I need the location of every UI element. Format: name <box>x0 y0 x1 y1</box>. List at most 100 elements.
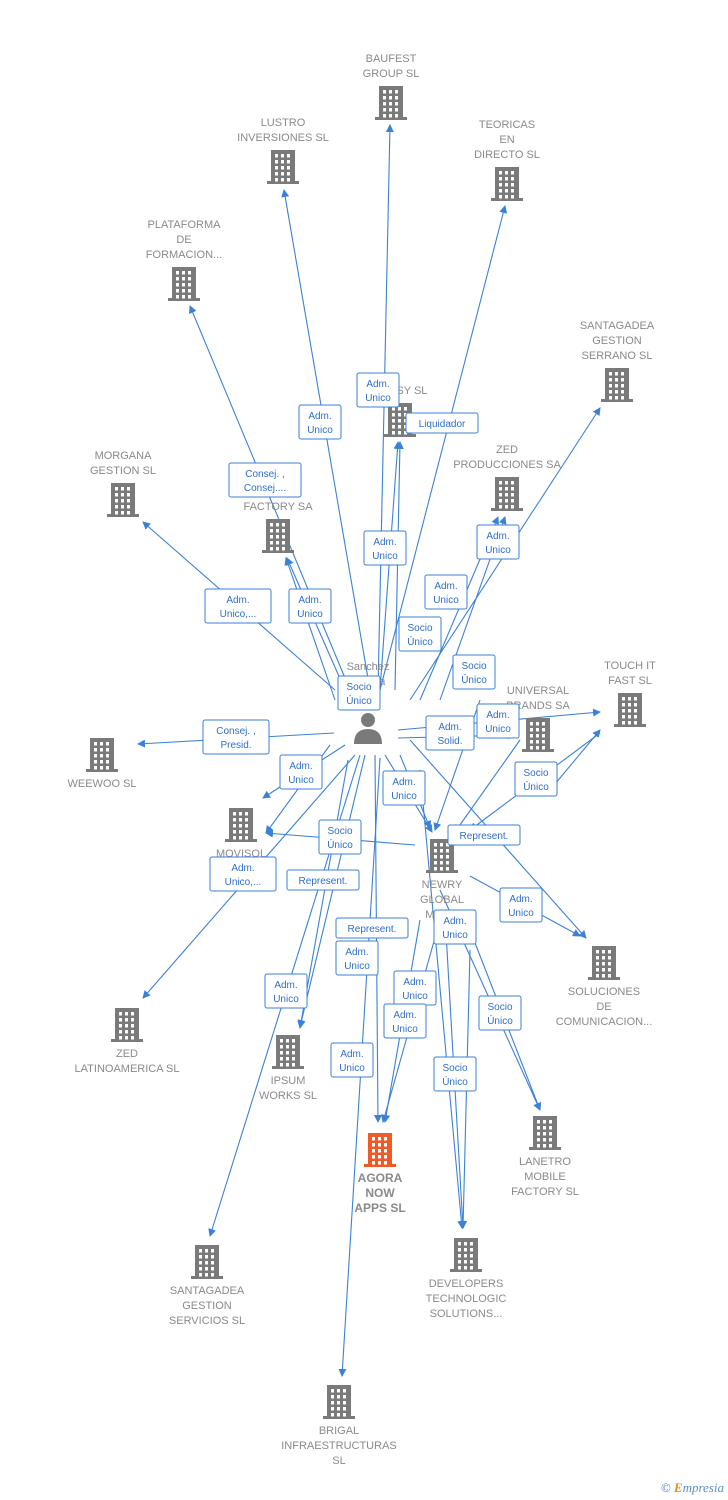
relation-label[interactable]: Adm.Unico <box>279 754 323 790</box>
company-building-icon[interactable] <box>601 368 633 402</box>
company-building-icon[interactable] <box>111 1008 143 1042</box>
company-label-santagadea_serrano[interactable]: SANTAGADEA <box>580 320 655 332</box>
company-label-newry[interactable]: NEWRY <box>422 879 463 891</box>
relation-label[interactable]: Adm.Unico <box>330 1042 374 1078</box>
relation-label[interactable]: Represent. <box>335 917 409 939</box>
company-label-agora[interactable]: APPS SL <box>354 1201 405 1215</box>
company-label-zed_prod[interactable]: ZED <box>496 444 518 456</box>
company-label-brigal[interactable]: INFRAESTRUCTURAS <box>281 1440 397 1452</box>
company-label-santagadea_servicios[interactable]: SERVICIOS SL <box>169 1315 245 1327</box>
company-label-lustro[interactable]: LUSTRO <box>261 117 306 129</box>
company-label-santagadea_servicios[interactable]: SANTAGADEA <box>170 1285 245 1297</box>
company-label-developers[interactable]: DEVELOPERS <box>429 1278 504 1290</box>
company-label-universal[interactable]: UNIVERSAL <box>507 685 569 697</box>
relation-label[interactable]: Adm.Unico <box>382 770 426 806</box>
company-label-santagadea_servicios[interactable]: GESTION <box>182 1300 232 1312</box>
relation-label[interactable]: Adm.Unico <box>264 973 308 1009</box>
company-label-agora[interactable]: AGORA <box>358 1171 403 1185</box>
company-label-plataforma[interactable]: PLATAFORMA <box>148 219 222 231</box>
company-label-lanetro[interactable]: MOBILE <box>524 1171 566 1183</box>
relation-label[interactable]: Adm.Solid. <box>425 715 475 751</box>
company-label-santagadea_serrano[interactable]: SERRANO SL <box>582 350 653 362</box>
company-building-icon[interactable] <box>225 808 257 842</box>
company-building-icon[interactable] <box>491 167 523 201</box>
company-label-soluciones[interactable]: SOLUCIONES <box>568 986 640 998</box>
relation-label[interactable]: Adm.Unico <box>383 1003 427 1039</box>
relation-label[interactable]: Adm.Unico <box>476 524 520 560</box>
company-building-icon[interactable] <box>364 1133 396 1167</box>
relation-label[interactable]: Adm.Unico <box>363 530 407 566</box>
relation-label[interactable]: Adm.Unico,... <box>204 588 272 624</box>
company-label-morgana[interactable]: MORGANA <box>95 450 153 462</box>
company-label-zed_latam[interactable]: ZED <box>116 1048 138 1060</box>
company-building-icon[interactable] <box>323 1385 355 1419</box>
company-label-baufest[interactable]: GROUP SL <box>363 68 420 80</box>
company-label-soluciones[interactable]: DE <box>596 1001 611 1013</box>
company-label-zed_prod[interactable]: PRODUCCIONES SA <box>453 459 561 471</box>
relation-label[interactable]: Represent. <box>286 869 360 891</box>
relation-label[interactable]: Adm.Unico,... <box>209 856 277 892</box>
relation-label[interactable]: Represent. <box>447 824 521 846</box>
company-label-teoricas[interactable]: DIRECTO SL <box>474 149 540 161</box>
company-label-baufest[interactable]: BAUFEST <box>366 53 417 65</box>
relation-label[interactable]: Consej. ,Consej.... <box>228 462 302 498</box>
empresia-credit[interactable]: ©Empresia <box>661 1480 724 1496</box>
company-label-teoricas[interactable]: EN <box>499 134 514 146</box>
company-building-icon[interactable] <box>529 1116 561 1150</box>
relation-label[interactable]: Adm.Unico <box>356 372 400 408</box>
relation-label[interactable]: Adm.Unico <box>424 574 468 610</box>
company-building-icon[interactable] <box>86 738 118 772</box>
company-label-developers[interactable]: SOLUTIONS... <box>430 1308 503 1320</box>
company-label-newry[interactable]: GLOBAL <box>420 894 464 906</box>
company-label-soluciones[interactable]: COMUNICACION... <box>556 1016 653 1028</box>
company-building-icon[interactable] <box>491 477 523 511</box>
person-label[interactable]: Sanchez <box>347 661 390 673</box>
company-label-lustro[interactable]: INVERSIONES SL <box>237 132 329 144</box>
company-label-touchit[interactable]: TOUCH IT <box>604 660 656 672</box>
company-label-touchit[interactable]: FAST SL <box>608 675 652 687</box>
company-building-icon[interactable] <box>375 86 407 120</box>
company-label-zed_latam[interactable]: LATINOAMERICA SL <box>75 1063 180 1075</box>
company-building-icon[interactable] <box>450 1238 482 1272</box>
company-label-lanetro[interactable]: LANETRO <box>519 1156 571 1168</box>
company-label-plataforma[interactable]: FORMACION... <box>146 249 222 261</box>
company-building-icon[interactable] <box>272 1035 304 1069</box>
company-label-developers[interactable]: TECHNOLOGIC <box>426 1293 507 1305</box>
relation-label[interactable]: Adm.Unico <box>499 887 543 923</box>
relation-label[interactable]: Adm.Unico <box>393 970 437 1006</box>
company-building-icon[interactable] <box>588 946 620 980</box>
company-label-weewoo[interactable]: WEEWOO SL <box>67 778 136 790</box>
relation-label[interactable]: Adm.Unico <box>288 588 332 624</box>
company-label-teoricas[interactable]: TEORICAS <box>479 119 535 131</box>
company-label-morgana[interactable]: GESTION SL <box>90 465 156 477</box>
company-building-icon[interactable] <box>614 693 646 727</box>
company-building-icon[interactable] <box>267 150 299 184</box>
company-label-brigal[interactable]: SL <box>332 1455 345 1467</box>
company-label-ipsum[interactable]: WORKS SL <box>259 1090 317 1102</box>
company-label-lanetro[interactable]: FACTORY SL <box>511 1186 579 1198</box>
company-building-icon[interactable] <box>522 718 554 752</box>
company-building-icon[interactable] <box>168 267 200 301</box>
relation-label[interactable]: Adm.Unico <box>298 404 342 440</box>
relation-label[interactable]: Adm.Unico <box>476 703 520 739</box>
company-label-universal[interactable]: BRANDS SA <box>506 700 570 712</box>
company-building-icon[interactable] <box>191 1245 223 1279</box>
relation-label[interactable]: Adm.Unico <box>433 909 477 945</box>
company-label-agora[interactable]: NOW <box>365 1186 395 1200</box>
company-building-icon[interactable] <box>107 483 139 517</box>
company-label-brigal[interactable]: BRIGAL <box>319 1425 359 1437</box>
relation-label[interactable]: Adm.Unico <box>335 940 379 976</box>
company-building-icon[interactable] <box>262 519 294 553</box>
person-icon[interactable] <box>354 713 382 744</box>
company-label-santagadea_serrano[interactable]: GESTION <box>592 335 642 347</box>
relation-label[interactable]: Liquidador <box>405 412 479 434</box>
company-label-factory[interactable]: FACTORY SA <box>243 501 313 513</box>
company-label-plataforma[interactable]: DE <box>176 234 191 246</box>
